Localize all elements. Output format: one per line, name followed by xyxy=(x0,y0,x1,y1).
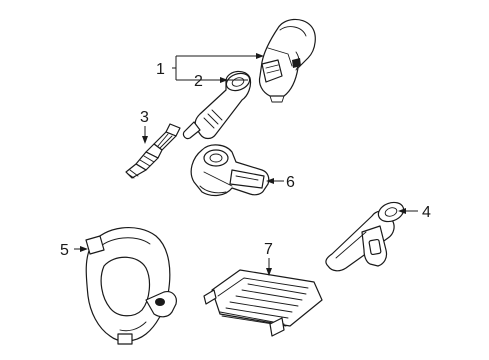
callout-1: 1 xyxy=(156,61,165,78)
coil-boot xyxy=(182,70,252,140)
camshaft-position-sensor xyxy=(325,201,418,272)
callout-3: 3 xyxy=(140,109,149,126)
leader-2 xyxy=(208,77,228,83)
callout-5: 5 xyxy=(60,242,69,259)
callout-2: 2 xyxy=(194,73,203,90)
callout-7: 7 xyxy=(264,241,273,258)
crankshaft-position-sensor xyxy=(74,227,177,345)
knock-sensor xyxy=(190,144,284,197)
callout-6: 6 xyxy=(286,174,295,191)
engine-control-module xyxy=(203,258,323,337)
ignition-coil xyxy=(258,18,316,103)
leader-1 xyxy=(172,53,264,81)
callout-4: 4 xyxy=(422,204,431,221)
spark-plug xyxy=(125,123,181,179)
